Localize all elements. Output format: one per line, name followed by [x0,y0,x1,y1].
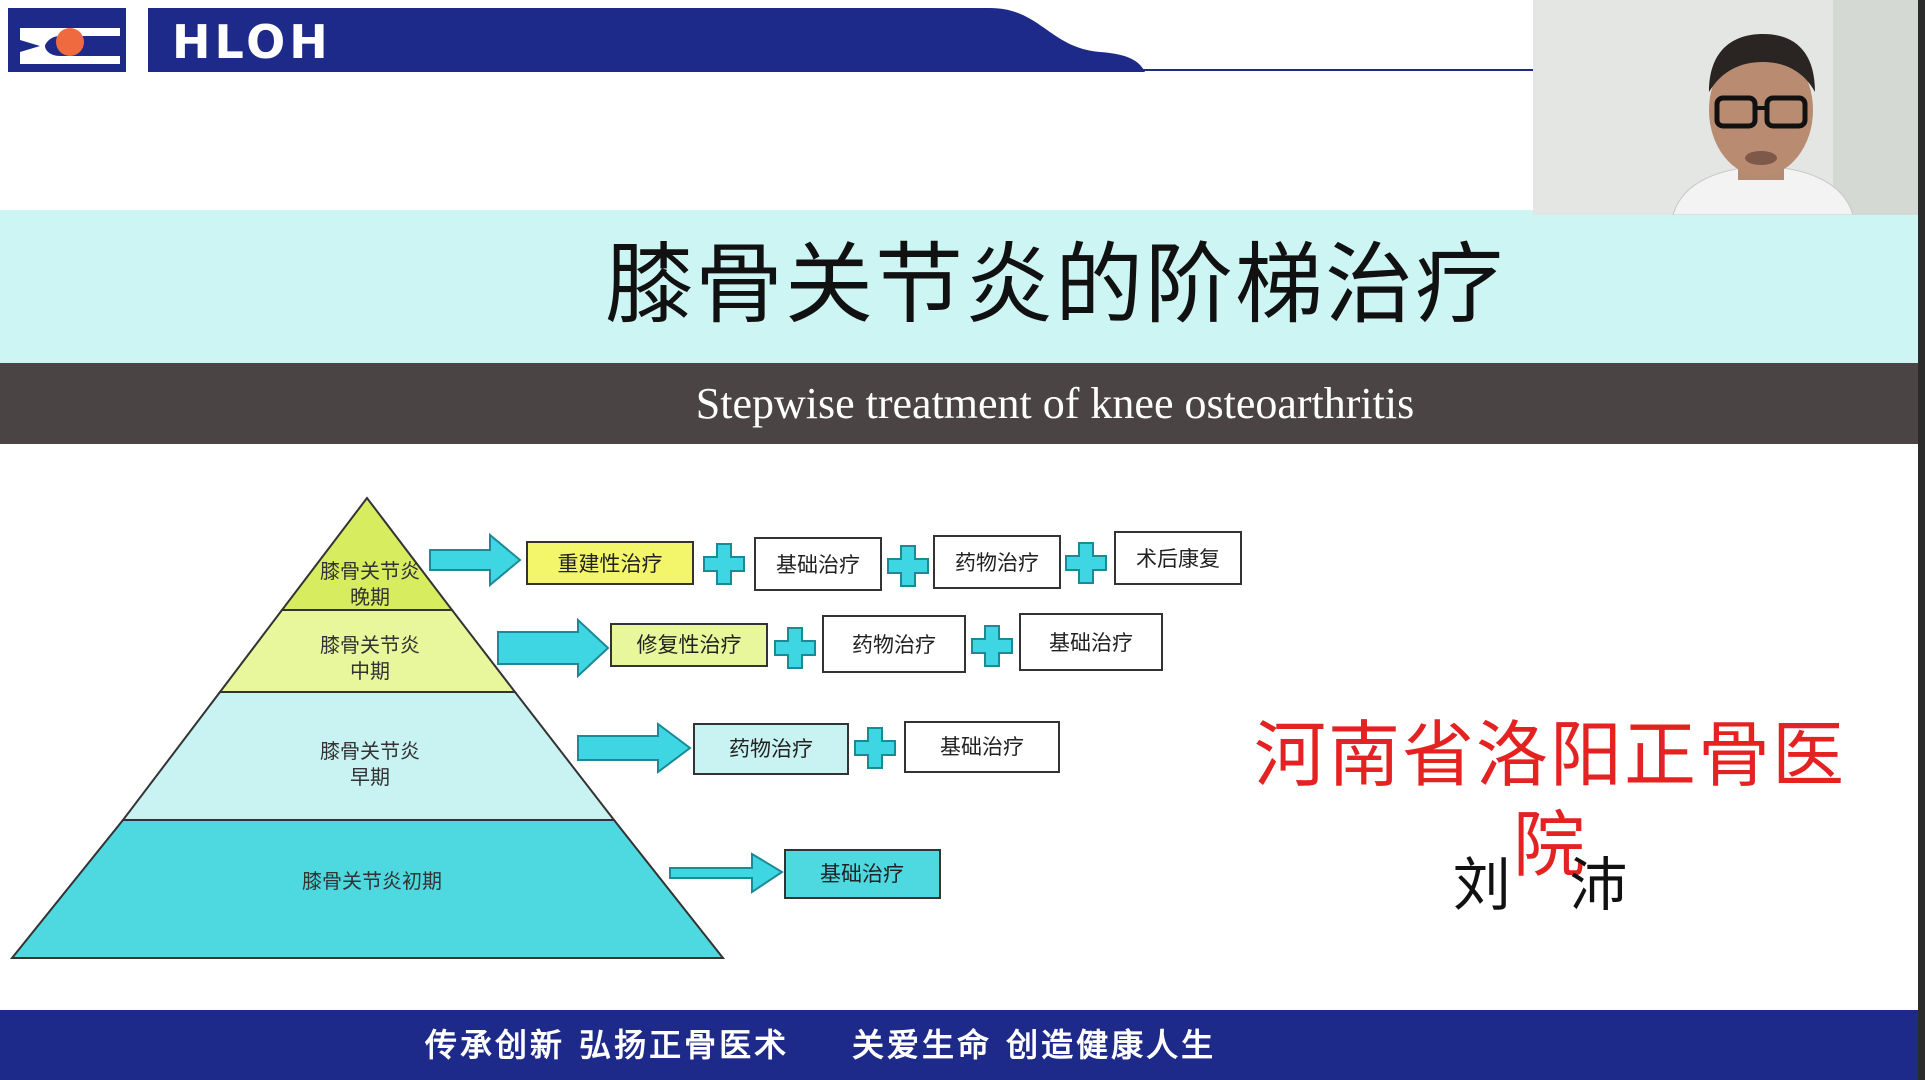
pyramid-label-mid-1: 膝骨关节炎 [320,633,420,657]
arrow-mid [497,617,610,679]
box-basic-initial-label: 基础治疗 [820,862,904,886]
footer-bar [0,1010,1918,1080]
hospital-name: 河南省洛阳正骨医院 [1253,713,1846,887]
arrow-late [429,532,522,588]
plus-icon [854,727,896,769]
slide-subtitle: Stepwise treatment of knee osteoarthriti… [695,379,1415,428]
author-name: 刘 沛 [1452,851,1648,919]
plus-icon [774,627,816,669]
box-basic-initial [784,849,941,899]
logo-text: HLOH [172,15,332,69]
box-basic-late-label: 基础治疗 [776,553,860,577]
box-basic-early [904,721,1060,773]
arrow-early [577,722,692,774]
plus-icon [1065,542,1107,584]
presenter-webcam-video [1533,0,1918,215]
slide-title: 膝骨关节炎的阶梯治疗 [604,233,1505,336]
subtitle-band [0,363,1918,444]
title-band [0,210,1918,363]
box-drug-late-label: 药物治疗 [955,551,1039,575]
box-reconstructive [526,541,694,585]
stepwise-pyramid-diagram: 膝骨关节炎 晚期 膝骨关节炎 中期 膝骨关节炎 早期 膝骨关节炎初期 重建性治疗… [9,496,1242,959]
arrow-initial [669,852,784,894]
pyramid-label-early-1: 膝骨关节炎 [320,739,420,763]
pyramid-label-early-2: 早期 [350,765,390,789]
box-basic-early-label: 基础治疗 [940,735,1024,759]
plus-icon [887,545,929,587]
box-drug-mid [822,615,966,673]
pyramid-label-mid-2: 中期 [350,659,390,683]
box-basic-late [754,537,882,591]
footer-slogan-left: 传承创新 弘扬正骨医术 [425,1026,790,1064]
plus-icon [971,625,1013,667]
box-repair-label: 修复性治疗 [637,633,742,657]
box-drug-mid-label: 药物治疗 [852,633,936,657]
box-drug-early [693,723,849,775]
pyramid-label-late-1: 膝骨关节炎 [320,559,420,583]
box-basic-mid-label: 基础治疗 [1049,631,1133,655]
box-repair [610,623,768,667]
hospital-logo-icon [8,8,126,72]
pyramid-label-initial: 膝骨关节炎初期 [302,869,442,893]
window-right-edge [1918,0,1925,1080]
box-drug-late [933,535,1061,589]
presenter-avatar-icon [1533,0,1918,215]
footer-slogan-right: 关爱生命 创造健康人生 [852,1026,1217,1064]
pyramid-label-late-2: 晚期 [350,585,390,609]
box-basic-mid [1019,613,1163,671]
pyramid-tier-initial [9,819,726,959]
box-drug-early-label: 药物治疗 [729,737,813,761]
plus-icon [703,543,745,585]
box-rehab [1114,531,1242,585]
box-rehab-label: 术后康复 [1136,547,1220,571]
box-reconstructive-label: 重建性治疗 [558,552,663,576]
